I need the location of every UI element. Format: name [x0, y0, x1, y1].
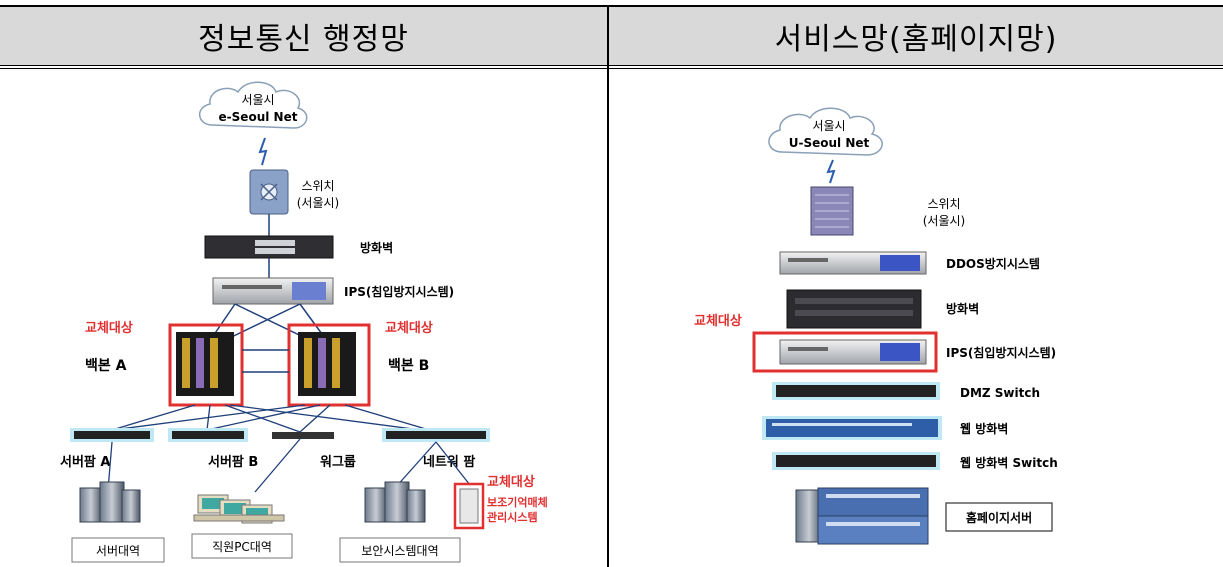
workgroup-label: 워그룹	[320, 454, 356, 470]
table-top-border	[0, 5, 1223, 7]
cloud-label-2: U-Seoul Net	[789, 136, 870, 150]
replace-box	[752, 331, 938, 373]
firewall-label: 방화벽	[360, 240, 393, 255]
firewall-icon	[786, 289, 922, 329]
lightning-icon	[826, 159, 836, 184]
homepage-server-label: 홈페이지서버	[966, 510, 1032, 525]
switch-label-1: 스위치	[927, 197, 960, 211]
storage-tower-icon	[459, 488, 479, 524]
zone-security-label: 보안시스템대역	[361, 544, 438, 558]
waf-switch-icon	[776, 455, 936, 467]
header-left: 정보통신 행정망	[0, 7, 607, 65]
cloud-label-1: 서울시	[812, 119, 845, 133]
network-farm-switch	[386, 431, 486, 439]
waf-label: 웹 방화벽	[960, 421, 1008, 436]
server-farm-a-label: 서버팜 A	[60, 454, 110, 470]
security-server-icon	[364, 481, 426, 523]
zone-pc-label: 직원PC대역	[212, 540, 272, 554]
homepage-server-icon	[795, 487, 929, 545]
cloud-icon	[199, 81, 308, 129]
workgroup-switch	[272, 432, 334, 439]
replace-label-b: 교체대상	[385, 321, 433, 336]
storage-label-2: 관리시스템	[487, 510, 538, 524]
left-network-diagram: 서울시 e-Seoul Net 스위치 (서울시) 방화벽 IPS(침입방지시스…	[60, 81, 548, 563]
firewall-icon	[204, 235, 334, 259]
ddos-label: DDOS방지시스템	[946, 256, 1040, 271]
replace-label-a: 교체대상	[85, 321, 133, 336]
header-bottom-border	[0, 65, 1223, 66]
server-farm-a-switch	[74, 431, 150, 439]
replace-box-b	[287, 323, 371, 407]
replace-label-c: 교체대상	[487, 475, 535, 490]
replace-box-a	[168, 323, 244, 407]
column-divider	[607, 5, 609, 567]
pc-group-icon	[193, 494, 285, 524]
replace-label: 교체대상	[694, 314, 742, 329]
storage-label-1: 보조기억매체	[487, 495, 548, 509]
server-farm-b-label: 서버팜 B	[208, 454, 258, 470]
right-network-diagram: 서울시 U-Seoul Net 스위치 (서울시) DDOS방지시스템 방화벽 …	[694, 107, 1058, 545]
header-bottom-border-double	[0, 68, 1223, 69]
switch-label-1: 스위치	[301, 179, 334, 193]
network-farm-label: 네트워 팜	[423, 454, 475, 470]
waf-switch-label: 웹 방화벽 Switch	[960, 455, 1058, 470]
replace-box-c	[453, 482, 485, 530]
server-farm-b-switch	[172, 431, 244, 439]
cloud-icon	[768, 107, 883, 156]
firewall-label: 방화벽	[946, 301, 979, 316]
cloud-label-2: e-Seoul Net	[219, 110, 298, 124]
zone-server-label: 서버대역	[96, 544, 140, 558]
switch-label-2: (서울시)	[923, 214, 965, 228]
switch-label-2: (서울시)	[297, 196, 339, 210]
dmz-label: DMZ Switch	[960, 386, 1040, 400]
ips-label: IPS(침입방지시스템)	[344, 284, 454, 299]
cloud-label-1: 서울시	[241, 93, 274, 107]
dmz-switch-icon	[776, 385, 936, 397]
backbone-b-label: 백본 B	[388, 358, 429, 374]
header-right: 서비스망(홈페이지망)	[609, 7, 1223, 65]
server-cluster-icon	[79, 481, 141, 523]
waf-icon	[766, 419, 938, 437]
ips-label: IPS(침입방지시스템)	[946, 345, 1056, 360]
backbone-a-label: 백본 A	[85, 358, 127, 374]
lightning-icon	[258, 137, 268, 166]
